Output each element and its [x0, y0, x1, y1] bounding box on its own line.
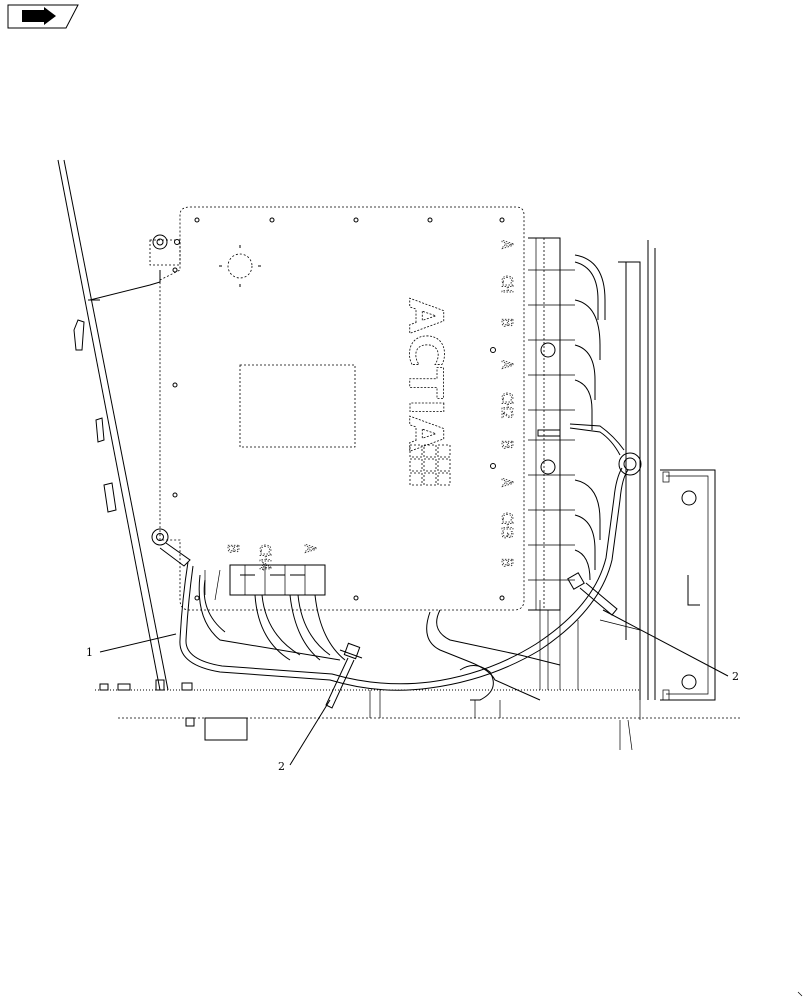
- base-plate: [95, 679, 740, 741]
- callout-1: 1: [86, 646, 93, 659]
- cable-tie-left[interactable]: [325, 642, 363, 709]
- module-screws: [172, 217, 505, 601]
- bracket-hole-bottom: [681, 674, 697, 690]
- arrow-right-icon: [22, 7, 56, 25]
- harness-loops-right: [539, 254, 606, 690]
- leader-2-left: [289, 699, 331, 766]
- callout-2-right: 2: [732, 670, 739, 683]
- nav-button[interactable]: [7, 4, 79, 29]
- connector-label: CH2: [498, 392, 516, 419]
- callout-2-left: 2: [278, 760, 285, 773]
- connector-label: A: [301, 544, 319, 553]
- connector-label: A: [498, 478, 516, 487]
- harness-bundle-bottom: [198, 569, 561, 718]
- label-panel: [239, 364, 356, 448]
- ground-terminal-right: [618, 452, 642, 476]
- connector-label: CH: [498, 275, 516, 293]
- connector-labels-right: A CH B A CH2 B A CH3 B: [490, 240, 516, 567]
- frame-rail-right: [599, 240, 656, 751]
- connector-label: B: [498, 440, 516, 449]
- leader-lines: [99, 609, 729, 766]
- connector-label: A: [498, 360, 516, 369]
- brand-logo-text: ACTIA: [399, 298, 453, 452]
- connector-label: B: [498, 558, 516, 567]
- corner-mark: [797, 991, 803, 997]
- connector-label: CH4: [256, 544, 274, 571]
- brand-logo-mark: [409, 444, 451, 486]
- ground-wire[interactable]: [151, 423, 642, 691]
- bracket-hole-top: [681, 490, 697, 506]
- connector-label: A: [498, 240, 516, 249]
- connector-labels-bottom: B CH4 A: [224, 544, 320, 572]
- breather-vent: [219, 245, 261, 287]
- leader-1: [99, 633, 177, 653]
- connector-block-bottom: [229, 564, 326, 596]
- module-housing: [159, 206, 525, 611]
- ground-cable: [179, 469, 629, 691]
- cable-tie-right[interactable]: [567, 572, 618, 616]
- ground-terminal-left: [151, 528, 169, 546]
- frame-panel-upper: [88, 270, 161, 301]
- connector-block-right: [528, 237, 575, 611]
- frame-rail-left: [57, 159, 169, 691]
- connector-label: B: [224, 544, 242, 553]
- connector-label: B: [498, 318, 516, 327]
- leader-2-right: [602, 609, 729, 677]
- mounting-bracket: [660, 469, 716, 701]
- actia-ecu-module: ACTIA A CH B A CH2 B A CH3 B: [149, 206, 525, 611]
- nav-button-frame: [7, 4, 79, 29]
- connector-label: CH3: [498, 512, 516, 539]
